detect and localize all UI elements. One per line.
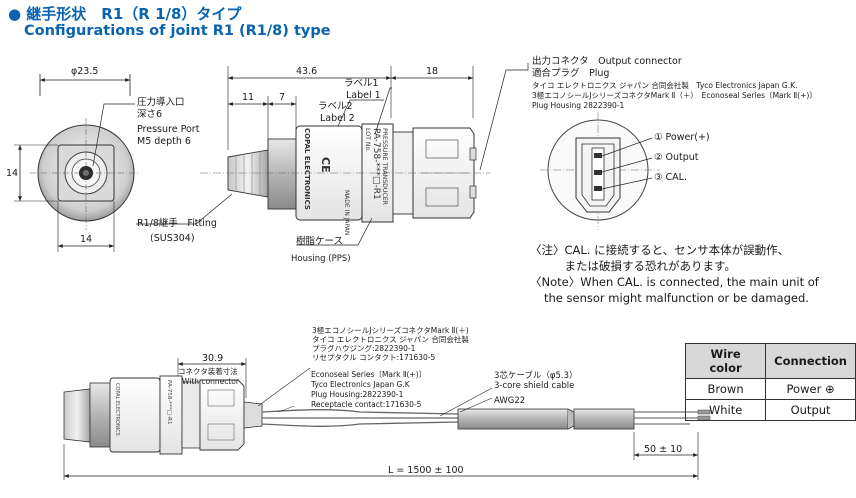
wire-table-header-color: Wire color	[684, 343, 767, 379]
dim-14-vertical: 14	[6, 168, 19, 179]
wire-color-cell: Brown	[684, 378, 767, 400]
body-text-copal: COPAL ELECTRONICS	[303, 128, 311, 210]
pin-label-cal: ③ CAL.	[654, 172, 687, 183]
body-text-model: PA-758-***□-R1	[371, 128, 381, 200]
output-connector-title: 出力コネクタ Output connector	[532, 56, 682, 67]
note-jp-line1: 〈注〉CAL. に接続すると、センサ本体が誤動作、	[530, 243, 790, 257]
output-connector-housing: Plug Housing 2822390-1	[532, 101, 625, 110]
table-row: Brown Power ⊕	[684, 378, 856, 400]
label-pressure-port-jp: 圧力導入口	[137, 97, 185, 108]
wire-color-table: Wire color Connection Brown Power ⊕ Whit…	[684, 343, 856, 421]
front-view	[14, 74, 140, 252]
wire-color-cell: White	[684, 399, 767, 421]
dim-14-horizontal: 14	[80, 234, 93, 245]
side-view: COPAL ELECTRONICS CE MADE IN JAPAN PRESS…	[136, 63, 529, 246]
wire-table-header-connection: Connection	[765, 343, 856, 379]
dim-7: 7	[279, 92, 286, 103]
label-pressure-port-depth-jp: 深さ6	[137, 109, 163, 120]
label-fitting-en: (SUS304)	[150, 233, 195, 244]
wire-connection-cell: Output	[765, 399, 856, 421]
table-row: White Output	[684, 399, 856, 421]
pin-label-output: ② Output	[654, 152, 699, 163]
with-connector-en: With connector	[182, 377, 239, 386]
dim-50: 50 ± 10	[644, 444, 683, 455]
dim-diameter-23-5: φ23.5	[71, 66, 99, 77]
body-text-made-in: MADE IN JAPAN	[343, 190, 350, 235]
pin-label-power: ① Power(+)	[654, 132, 710, 143]
bottom-econ4: Receptacle contact:171630-5	[311, 400, 422, 409]
body-ce-mark: CE	[319, 157, 332, 173]
bottom-conn-jp3: プラグハウジング:2822390-1	[312, 344, 416, 353]
label-label2-en: Label 2	[320, 113, 355, 124]
dim-30-9: 30.9	[202, 353, 224, 364]
label-pressure-port-en: Pressure Port	[137, 124, 200, 135]
output-connector-series: 3極エコノシールJシリーズコネクタMark Ⅱ（＋） Econoseal Ser…	[532, 91, 817, 100]
label-housing-en: Housing (PPS)	[291, 254, 351, 264]
bottom-conn-jp2: タイコ エレクトロニクス ジャパン 合同会社製	[312, 335, 469, 344]
bottom-econ2: Tyco Electronics Japan G.K	[311, 380, 410, 389]
bottom-body-text-b: PA-758-***□-R1	[166, 380, 172, 425]
cable-jp: 3芯ケーブル（φ5.3）	[494, 371, 578, 381]
title-japanese: ● 継手形状 R1（R 1/8）タイプ	[8, 5, 242, 23]
wire-connection-cell: Power ⊕	[765, 378, 856, 400]
note-jp-line2: または破損する恐れがあります。	[530, 259, 736, 273]
connector-pin-view	[540, 112, 660, 230]
bottom-conn-jp4: リセプタクル コンタクト:171630-5	[312, 353, 436, 362]
dim-18: 18	[426, 66, 439, 77]
dim-43-6: 43.6	[296, 66, 318, 77]
bottom-econ1: Econoseal Series〔Mark Ⅱ(+)〕	[311, 370, 427, 379]
bottom-conn-jp1: 3極エコノシールJシリーズコネクタMark Ⅱ(＋)	[312, 326, 469, 335]
label-label2-jp: ラベル2	[318, 101, 353, 112]
dim-11: 11	[242, 92, 255, 103]
note-en-line1: 〈Note〉When CAL. is connected, the main u…	[530, 275, 819, 289]
cable-awg: AWG22	[494, 396, 526, 406]
output-connector-maker: タイコ エレクトロニクス ジャパン 合同会社製 Tyco Electronics…	[532, 81, 798, 90]
label-label1-en: Label 1	[346, 90, 381, 101]
title-english: Configurations of joint R1 (R1/8) type	[24, 23, 331, 39]
body-text-lot: LOT No.	[364, 128, 371, 152]
bottom-econ3: Plug Housing:2822390-1	[311, 390, 404, 399]
dim-length: L = 1500 ± 100	[388, 465, 464, 476]
body-text-transducer: PRESSURE TRANSDUCER	[381, 128, 388, 206]
label-fitting-jp: R1/8継手 Fitting	[137, 218, 217, 229]
label-label1-jp: ラベル1	[344, 78, 379, 89]
label-pressure-port-depth-en: M5 depth 6	[137, 136, 191, 147]
output-connector-plug: 適合プラグ Plug	[532, 68, 610, 79]
bottom-body-text-a: COPAL ELECTRONICS	[114, 383, 120, 436]
label-housing-jp: 樹脂ケース	[296, 236, 344, 247]
note-en-line2: the sensor might malfunction or be damag…	[544, 291, 809, 305]
cable-en: 3-core shield cable	[494, 381, 575, 391]
with-connector-jp: コネクタ装着寸法	[178, 367, 238, 376]
